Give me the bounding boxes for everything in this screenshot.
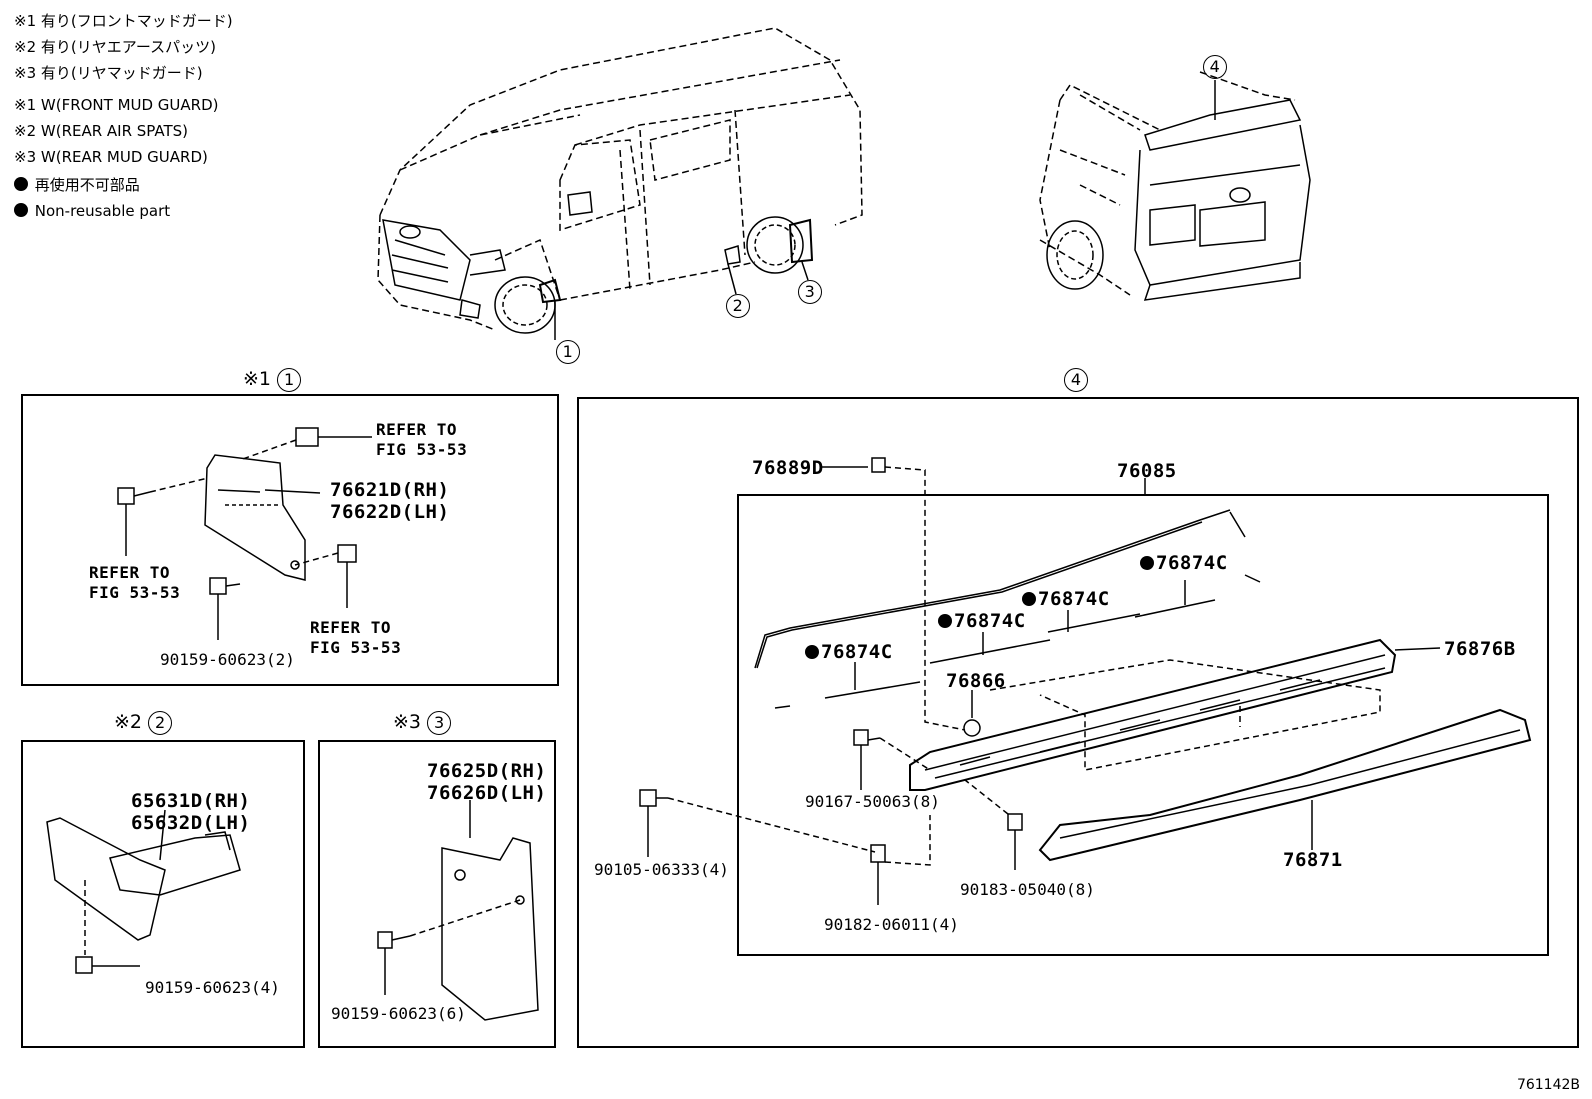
screw-90159-4: 90159-60623(4) <box>145 978 280 997</box>
panel-rear-air-spats <box>21 740 305 1048</box>
screw-90105: 90105-06333(4) <box>594 860 729 879</box>
refer-right-line2: FIG 53-53 <box>310 638 402 657</box>
panel-1-title: ※1 1 <box>243 368 302 392</box>
panel-2-title: ※2 2 <box>114 711 173 735</box>
part-76871: 76871 <box>1283 849 1343 871</box>
part-76874C-c: 76874C <box>938 610 1026 632</box>
callout-1: 1 <box>556 340 580 364</box>
refer-left-line2: FIG 53-53 <box>89 583 181 602</box>
part-76874C-a: 76874C <box>1140 552 1228 574</box>
nut-90183: 90183-05040(8) <box>960 880 1095 899</box>
legend-nonreusable-jp: 再使用不可部品 <box>14 176 140 194</box>
rear-spoiler-art <box>639 457 1549 956</box>
legend-line-6: ※3 W(REAR MUD GUARD) <box>14 148 208 166</box>
panel-rear-spoiler <box>577 397 1579 1048</box>
part-76889D: 76889D <box>752 457 824 479</box>
legend-line-2: ※2 有り(リヤエアースパッツ) <box>14 38 216 56</box>
legend-line-4: ※1 W(FRONT MUD GUARD) <box>14 96 219 114</box>
part-76866: 76866 <box>946 670 1006 692</box>
panel-front-mud-guard <box>21 394 559 686</box>
front-mud-guard-art <box>117 427 372 640</box>
screw-90159-6: 90159-60623(6) <box>331 1004 466 1023</box>
panel-4-title: 4 <box>1064 368 1088 392</box>
refer-top-line2: FIG 53-53 <box>376 440 468 459</box>
part-76874C-b: 76874C <box>1022 588 1110 610</box>
legend-nonreusable-en: Non-reusable part <box>14 202 170 220</box>
callout-2: 2 <box>726 294 750 318</box>
part-76622D: 76622D(LH) <box>330 501 450 523</box>
rear-mud-guard-art <box>377 800 539 1021</box>
screw-90159-2: 90159-60623(2) <box>160 650 295 669</box>
van-front-view <box>377 27 863 331</box>
van-front-solid <box>382 191 814 334</box>
part-76625D: 76625D(RH) <box>427 760 547 782</box>
legend-line-5: ※2 W(REAR AIR SPATS) <box>14 122 189 140</box>
part-76621D: 76621D(RH) <box>330 479 450 501</box>
screw-90167: 90167-50063(8) <box>805 792 940 811</box>
callout-3: 3 <box>798 280 822 304</box>
part-76874C-d: 76874C <box>805 641 893 663</box>
nut-90182: 90182-06011(4) <box>824 915 959 934</box>
part-65631D: 65631D(RH) <box>131 790 251 812</box>
panel-3-title: ※3 3 <box>393 711 452 735</box>
nonreusable-dot-icon <box>14 177 28 191</box>
panel-rear-mud-guard <box>318 740 556 1048</box>
rear-air-spats-art <box>46 809 241 974</box>
part-76876B: 76876B <box>1444 638 1516 660</box>
part-76085: 76085 <box>1117 460 1177 482</box>
refer-left-line1: REFER TO <box>89 563 171 582</box>
callout-4: 4 <box>1203 55 1227 79</box>
legend-line-3: ※3 有り(リヤマッドガード) <box>14 64 203 82</box>
part-76626D: 76626D(LH) <box>427 782 547 804</box>
van-rear-view <box>1039 71 1296 296</box>
van-rear-solid <box>1046 99 1311 301</box>
refer-right-line1: REFER TO <box>310 618 392 637</box>
legend-line-1: ※1 有り(フロントマッドガード) <box>14 12 233 30</box>
nonreusable-dot-icon <box>14 203 28 217</box>
diagram-code: 761142B <box>1516 1077 1580 1093</box>
refer-top-line1: REFER TO <box>376 420 458 439</box>
part-65632D: 65632D(LH) <box>131 812 251 834</box>
